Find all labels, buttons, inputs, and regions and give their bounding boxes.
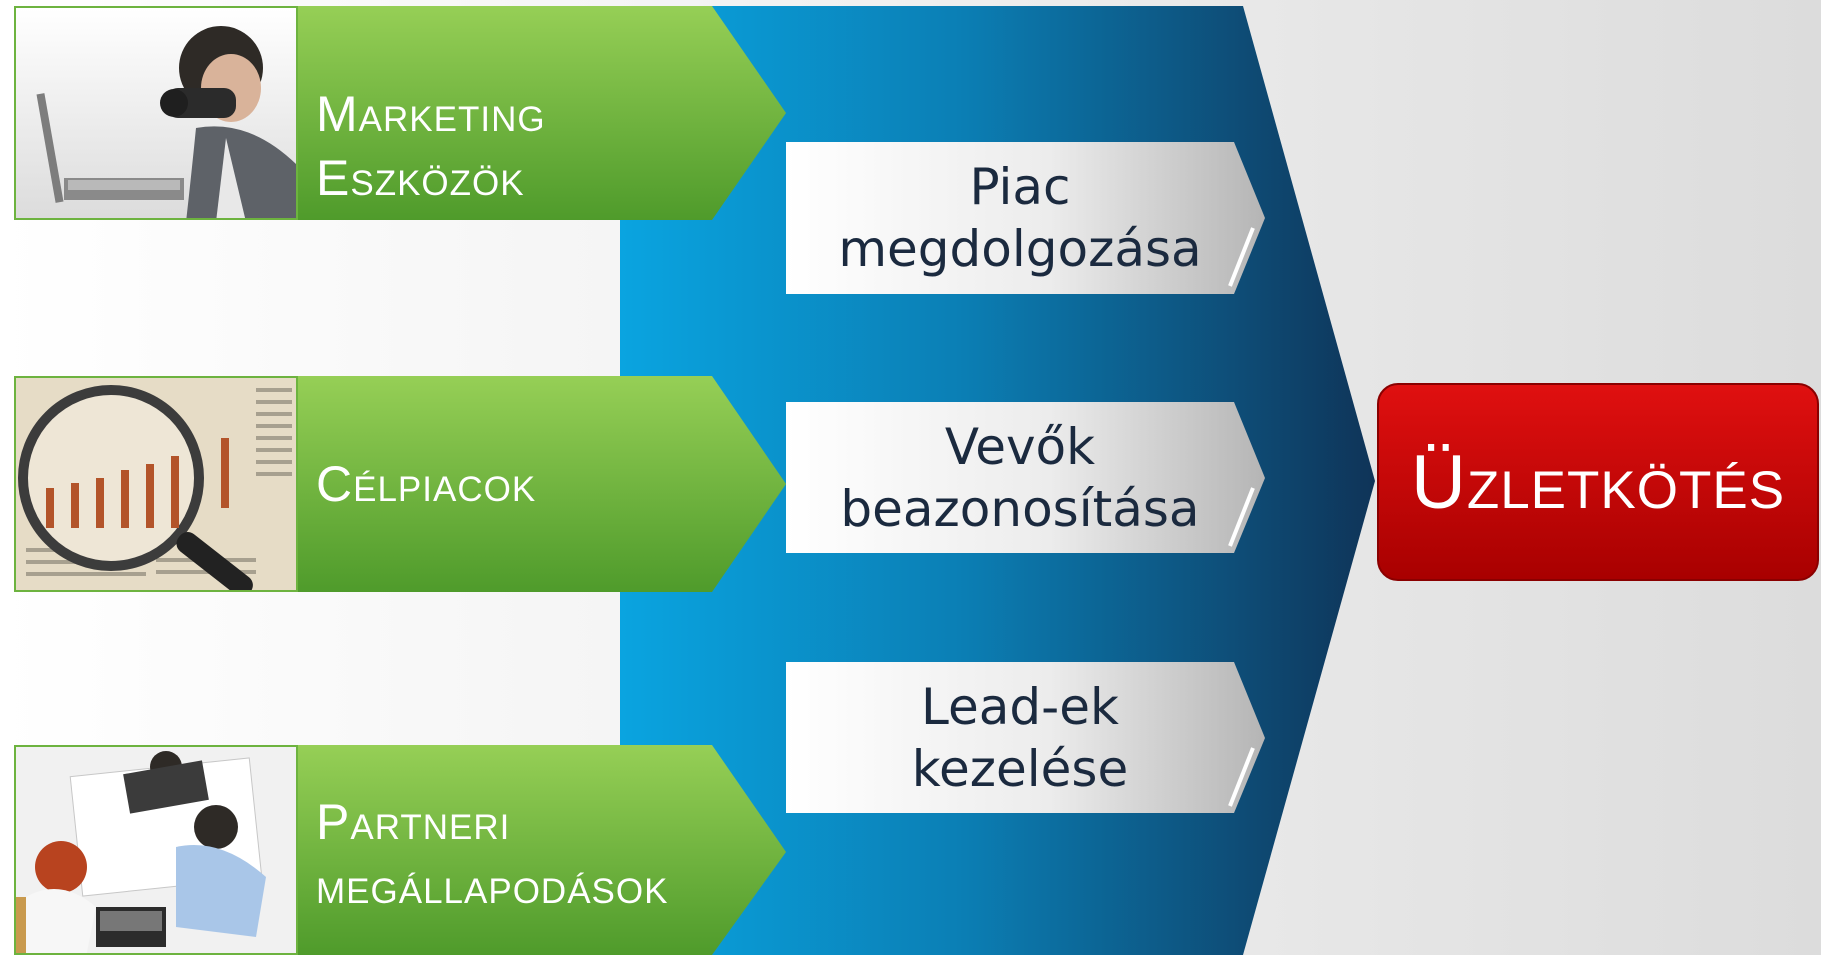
activity-arrow-3-highlight <box>1228 747 1255 807</box>
result-box <box>1377 383 1819 581</box>
input-arrow-1 <box>298 6 786 220</box>
activity-arrow-1-highlight <box>1228 227 1255 287</box>
activity-label-1: Piac megdolgozása <box>790 156 1250 280</box>
input-label-2-line1: Célpiacok <box>316 456 537 512</box>
activity-label-3: Lead-ek kezelése <box>790 676 1250 800</box>
activity-label-3-line2: kezelése <box>911 740 1129 798</box>
activity-label-3-line1: Lead-ek <box>921 678 1119 736</box>
input-label-3-line1: Partneri <box>316 794 511 850</box>
activity-arrow-2 <box>786 402 1265 553</box>
input-label-1: Marketing Eszközök <box>316 82 546 210</box>
input-arrow-3 <box>298 745 786 955</box>
activity-label-2-line2: beazonosítása <box>840 480 1200 538</box>
photo-magnifying-glass-chart <box>14 376 298 592</box>
activity-label-1-line2: megdolgozása <box>838 220 1202 278</box>
activity-arrow-1 <box>786 142 1265 294</box>
input-label-1-line1: Marketing <box>316 86 546 142</box>
activity-label-1-line1: Piac <box>969 158 1071 216</box>
activity-arrow-3 <box>786 662 1265 813</box>
activity-arrow-2-highlight <box>1228 487 1255 547</box>
input-label-1-line2: Eszközök <box>316 150 525 206</box>
result-label: Üzletkötés <box>1410 439 1786 525</box>
input-label-3: Partneri megállapodások <box>316 790 668 918</box>
photo-binoculars <box>14 6 298 220</box>
activity-label-2: Vevők beazonosítása <box>790 416 1250 540</box>
input-label-3-line2: megállapodások <box>316 858 669 914</box>
activity-label-2-line1: Vevők <box>944 418 1096 476</box>
input-arrow-2 <box>298 376 786 592</box>
photo-business-meeting <box>14 745 298 955</box>
input-label-2: Célpiacok <box>316 452 536 516</box>
